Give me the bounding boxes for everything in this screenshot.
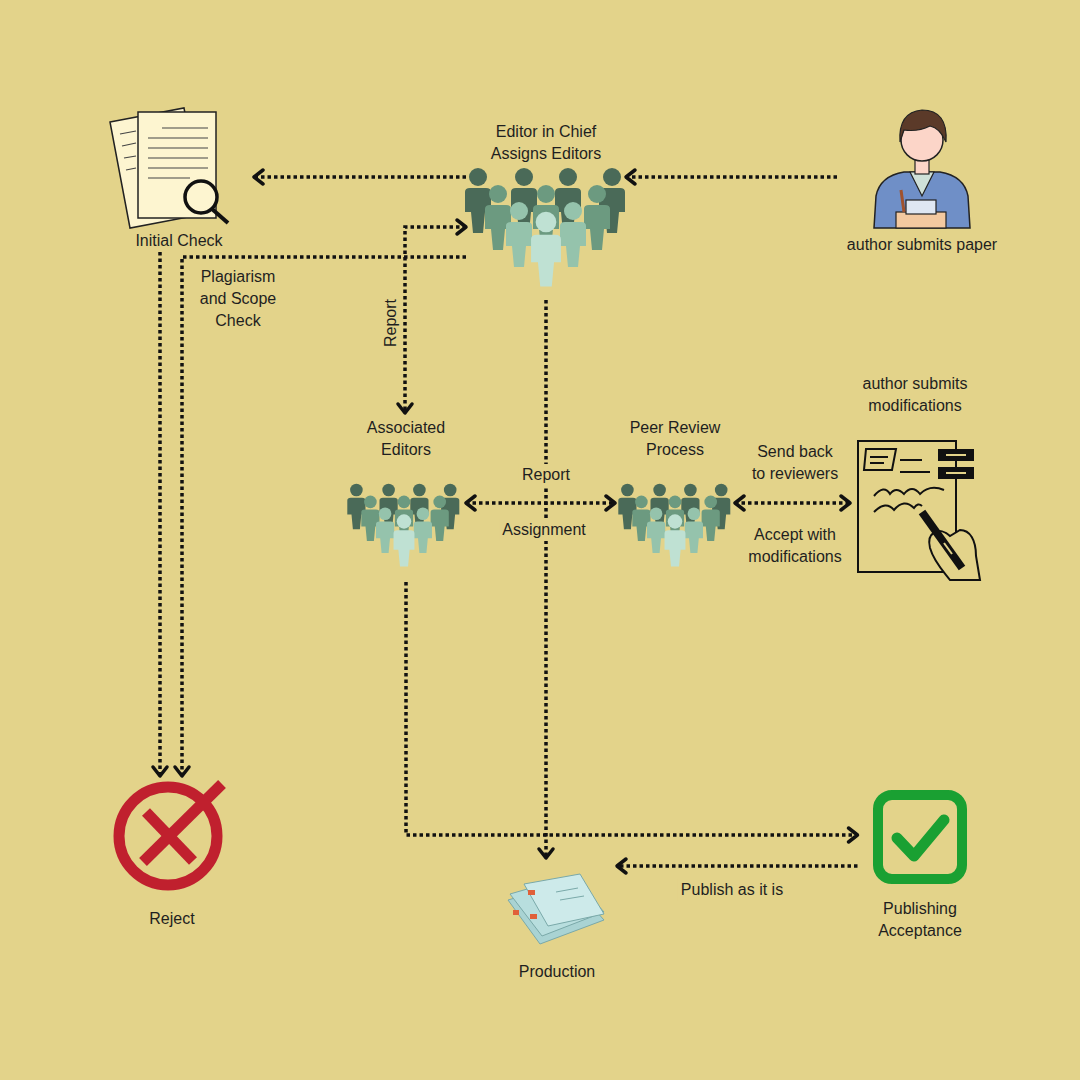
dotted-line <box>406 582 858 835</box>
dotted-connector <box>406 582 858 842</box>
dotted-line <box>544 300 548 858</box>
arrow-head <box>398 404 412 413</box>
arrow-head <box>849 828 858 842</box>
dotted-line <box>735 501 850 505</box>
author-step: author submits paper <box>837 106 1007 256</box>
dotted-connector <box>626 170 837 184</box>
reviewer-group: Peer Review Process <box>615 413 735 582</box>
dotted-connector <box>735 496 850 510</box>
editor-group: Associated Editors <box>346 413 466 582</box>
edge-label: Publish as it is <box>678 879 786 901</box>
accept-outcome: Publishing Acceptance <box>858 786 983 942</box>
node-label: Reject <box>149 908 194 930</box>
editor-group: Editor in Chief Assigns Editors <box>466 121 626 300</box>
editor-group-icon <box>347 484 459 567</box>
arrow-head <box>617 859 626 873</box>
reject-outcome: Reject <box>112 776 232 930</box>
arrow-head <box>626 170 635 184</box>
reject-icon <box>119 784 222 885</box>
arrow-head <box>457 220 466 234</box>
node-label: Publishing Acceptance <box>870 898 970 942</box>
node-label: Production <box>519 961 596 983</box>
dotted-line <box>626 175 837 179</box>
node-label: Associated Editors <box>356 417 456 461</box>
arrow-head <box>735 496 744 510</box>
paper-stack-icon <box>508 874 604 944</box>
dotted-connector <box>153 252 167 776</box>
arrow-head <box>606 496 615 510</box>
dotted-line <box>617 864 858 868</box>
dotted-line <box>405 227 466 413</box>
edit-document-icon <box>858 441 980 580</box>
edge-label: Assignment <box>499 519 589 541</box>
revision-step: author submits modifications <box>850 369 980 582</box>
author-icon <box>874 110 970 228</box>
dotted-connector <box>398 220 466 413</box>
dotted-line <box>466 501 615 505</box>
dotted-line <box>254 175 466 179</box>
note-label: Report <box>519 464 573 486</box>
dotted-line <box>182 257 466 776</box>
dotted-connector <box>254 170 466 184</box>
node-label: Editor in Chief Assigns Editors <box>481 121 611 165</box>
edge-label: Send back to reviewers <box>747 441 843 485</box>
editor-group-icon <box>465 168 625 286</box>
node-label: author submits modifications <box>855 373 975 417</box>
dotted-connector <box>175 257 466 776</box>
node-label: Peer Review Process <box>625 417 725 461</box>
document-icon <box>110 108 228 228</box>
arrow-head <box>254 170 263 184</box>
node-label: author submits paper <box>847 234 997 256</box>
dotted-line <box>158 252 162 776</box>
arrow-head <box>466 496 475 510</box>
initial-check-step: Initial Check <box>104 106 254 252</box>
accept-icon <box>878 795 962 879</box>
dotted-connector <box>617 859 858 873</box>
dotted-connector <box>539 300 553 858</box>
arrow-head <box>841 496 850 510</box>
arrow-head <box>539 849 553 858</box>
node-label: Initial Check <box>135 230 222 252</box>
note-label: Plagiarism and Scope Check <box>185 266 291 332</box>
arrow-head <box>175 767 189 776</box>
edge-label: Report <box>380 296 402 350</box>
production-step: Production <box>497 858 617 983</box>
arrow-head <box>153 767 167 776</box>
note-label: Accept with modifications <box>742 524 848 568</box>
dotted-connector <box>466 496 615 510</box>
reviewer-group-icon <box>618 484 730 567</box>
